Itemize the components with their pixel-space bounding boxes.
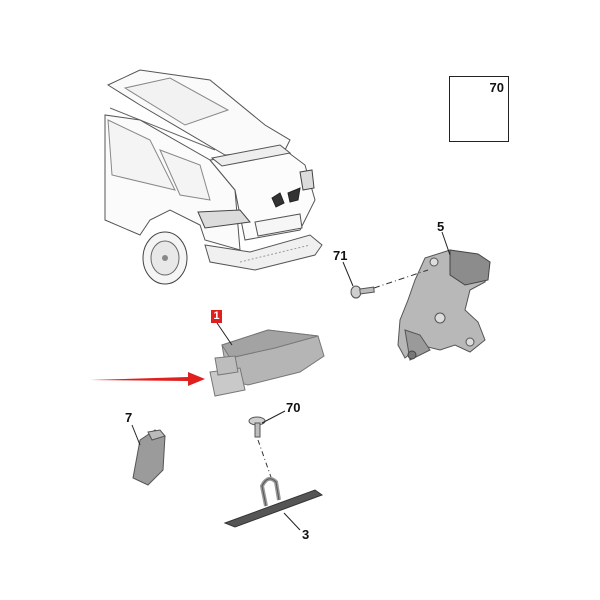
callout-inset-70: 70 [489,80,504,95]
part-1-actuator-module [209,329,325,397]
part-7-connector [132,429,166,486]
part-3-striker-plate [223,476,324,528]
leader-lines [131,231,451,531]
callout-71: 71 [333,248,348,263]
vehicle-illustration [104,69,323,285]
callout-70: 70 [286,400,301,415]
callout-3: 3 [302,527,310,542]
callout-1-highlighted: 1 [211,310,222,323]
part-70-screw [248,416,273,481]
red-arrow [90,372,205,386]
part-5-lock-motor [397,249,491,361]
callout-5: 5 [437,219,445,234]
part-71-bolt [350,269,429,299]
inset-fastener-box: 70 [449,76,509,142]
callout-7: 7 [125,410,133,425]
